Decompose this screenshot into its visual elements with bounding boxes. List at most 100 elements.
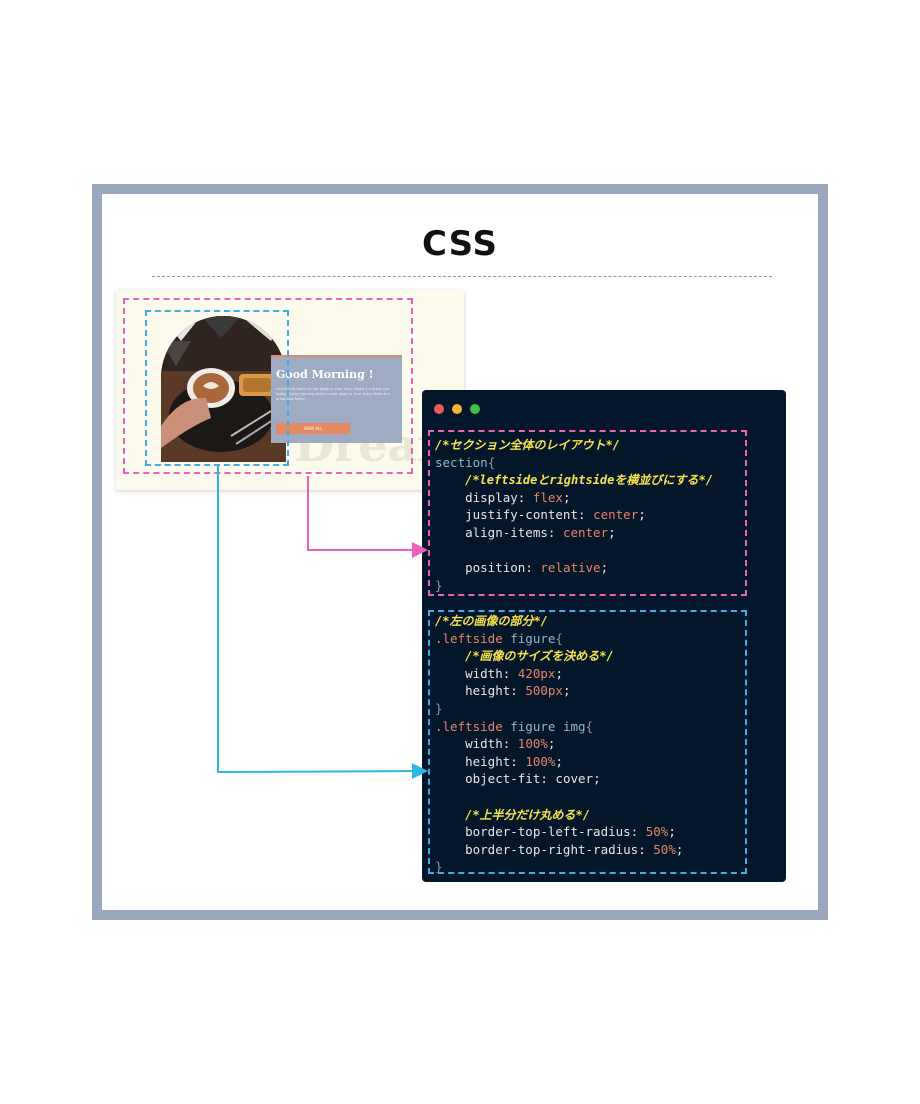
code-token: :	[510, 683, 526, 699]
code-token: :	[630, 824, 646, 840]
code-line: }	[435, 858, 443, 876]
code-token: ;	[608, 525, 616, 540]
code-token: ;	[562, 489, 571, 505]
coffee-photo	[161, 316, 286, 462]
code-token: {	[555, 630, 563, 646]
page-title: CSS	[421, 224, 499, 264]
code-line: align-items: center;	[435, 524, 616, 542]
code-token: display	[435, 489, 518, 505]
code-token: position	[435, 560, 526, 576]
code-token: ;	[555, 753, 563, 769]
code-token: 50%	[645, 824, 669, 840]
code-line: border-top-right-radius: 50%;	[435, 841, 683, 859]
code-token: :	[578, 507, 594, 523]
code-token: section	[435, 454, 488, 470]
code-token: :	[547, 525, 563, 540]
code-line: display: flex;	[435, 489, 571, 507]
code-token: .leftside	[435, 630, 503, 646]
code-line: width: 100%;	[435, 735, 555, 753]
code-token: 100%	[517, 736, 548, 752]
code-line: height: 500px;	[435, 682, 571, 700]
code-token: ;	[562, 683, 571, 699]
code-line: section{	[435, 454, 495, 472]
code-line: position: relative;	[435, 559, 608, 577]
pink-connector-arrow	[307, 476, 428, 558]
code-token: :	[540, 771, 556, 787]
code-line: object-fit: cover;	[435, 770, 601, 788]
code-token: {	[487, 454, 496, 470]
code-token: :	[525, 560, 541, 576]
code-token: {	[585, 718, 594, 734]
code-line: justify-content: center;	[435, 506, 646, 524]
code-token: ;	[675, 841, 684, 857]
preview-heading: Good Morning !	[276, 368, 374, 381]
leftside-highlight-box	[145, 310, 289, 466]
code-token: figure	[502, 630, 556, 646]
code-token: 420px	[517, 665, 556, 681]
code-token: ;	[547, 736, 556, 752]
code-token: width	[435, 736, 503, 752]
code-line: }	[435, 700, 443, 718]
code-line: /*左の画像の部分*/	[435, 612, 548, 630]
window-maximize-dot	[470, 404, 480, 414]
code-token: relative	[540, 560, 601, 576]
code-token: object-fit	[435, 771, 541, 787]
code-line: }	[435, 577, 443, 595]
code-token: ;	[600, 560, 609, 576]
code-token: :	[502, 665, 518, 681]
code-line: /*セクション全体のレイアウト*/	[435, 436, 620, 454]
code-token: ;	[638, 507, 646, 523]
site-preview: Dream Good Morning ! Lorem ring starts a…	[116, 290, 464, 490]
code-token: center	[593, 507, 639, 523]
code-token: cover	[555, 771, 594, 787]
code-token: }	[435, 859, 443, 875]
code-token: /*上半分だけ丸める*/	[465, 807, 591, 822]
code-token: justify-content	[435, 507, 578, 523]
code-line: height: 100%;	[435, 753, 563, 771]
code-line: /*leftsideとrightsideを横並びにする*/	[435, 471, 713, 489]
section-highlight-box	[123, 298, 413, 474]
code-token: figure img	[502, 718, 586, 734]
code-token: .leftside	[435, 718, 503, 734]
section-code-highlight	[428, 430, 747, 596]
code-token: :	[517, 489, 533, 505]
code-token: /*leftsideとrightsideを横並びにする*/	[465, 473, 713, 488]
preview-card: Good Morning ! Lorem ring starts a new p…	[271, 355, 402, 443]
code-line: width: 420px;	[435, 665, 563, 683]
code-token: border-top-left-radius	[435, 824, 631, 840]
code-token: 100%	[525, 753, 556, 769]
code-token: }	[435, 701, 443, 716]
code-line: border-top-left-radius: 50%;	[435, 823, 676, 841]
code-token: flex	[532, 489, 563, 505]
code-token: /*セクション全体のレイアウト*/	[435, 438, 620, 452]
code-token: :	[502, 736, 518, 752]
code-token: ;	[593, 771, 601, 787]
preview-view-all-button: VIEW ALL	[276, 423, 350, 434]
code-token: /*画像のサイズを決める*/	[465, 649, 614, 664]
code-token: center	[562, 525, 609, 540]
code-token: align-items	[435, 525, 548, 540]
code-line: .leftside figure{	[435, 630, 563, 648]
code-line: .leftside figure img{	[435, 718, 593, 736]
code-window	[422, 390, 786, 882]
preview-body-text: Lorem ring starts a new page in your sto…	[276, 387, 390, 401]
leftside-code-highlight	[428, 610, 747, 874]
code-token: }	[435, 577, 443, 593]
window-minimize-dot	[452, 404, 462, 414]
code-line: /*画像のサイズを決める*/	[435, 647, 614, 665]
code-token: 500px	[525, 683, 563, 699]
code-token: ;	[555, 665, 563, 681]
code-token: :	[638, 841, 654, 857]
code-token: /*左の画像の部分*/	[435, 614, 548, 628]
window-close-dot	[434, 404, 444, 414]
code-token: width	[435, 665, 503, 681]
code-token: border-top-right-radius	[435, 841, 639, 857]
code-token: ;	[668, 824, 676, 840]
title-divider	[152, 276, 772, 277]
code-line: /*上半分だけ丸める*/	[435, 806, 590, 824]
code-token: :	[510, 753, 526, 769]
code-token: height	[435, 753, 511, 769]
code-token: height	[435, 683, 511, 699]
blue-connector-arrow	[217, 466, 428, 780]
